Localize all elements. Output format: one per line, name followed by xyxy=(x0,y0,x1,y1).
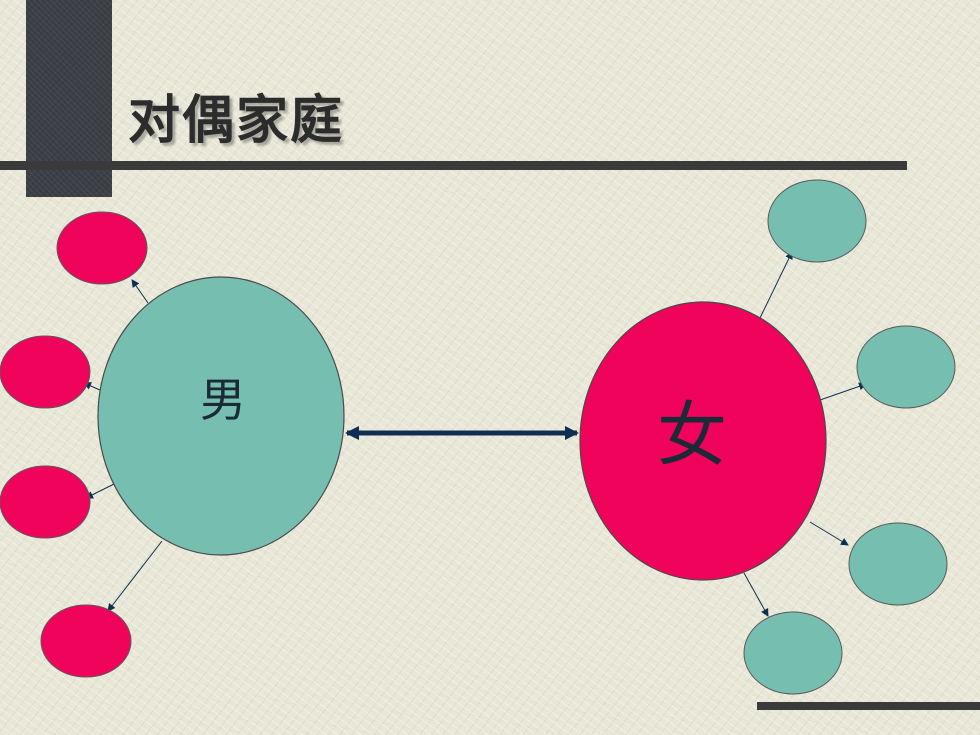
satellite-male-3 xyxy=(0,465,91,539)
slide-title: 对偶家庭 xyxy=(128,91,345,151)
connector-male-top xyxy=(131,279,149,304)
connector-female-upper xyxy=(819,382,867,401)
satellite-female-4 xyxy=(743,611,843,695)
satellite-male-4 xyxy=(40,604,132,678)
satellite-male-2 xyxy=(0,335,91,409)
satellite-female-3 xyxy=(848,522,948,606)
connector-female-top xyxy=(759,251,793,319)
satellite-male-1 xyxy=(56,211,148,285)
connector-female-bottom xyxy=(743,572,769,617)
footer-rule xyxy=(757,702,980,710)
male-node xyxy=(97,276,345,556)
male-node-label: 男 xyxy=(200,373,246,427)
connector-female-lower xyxy=(809,521,849,546)
satellite-female-1 xyxy=(767,179,867,263)
title-underline xyxy=(0,161,907,170)
connector-male-lower xyxy=(85,483,115,499)
connector-male-bottom xyxy=(107,540,163,612)
female-node-label: 女 xyxy=(657,394,727,476)
female-node xyxy=(579,301,827,581)
satellite-female-2 xyxy=(856,325,956,409)
